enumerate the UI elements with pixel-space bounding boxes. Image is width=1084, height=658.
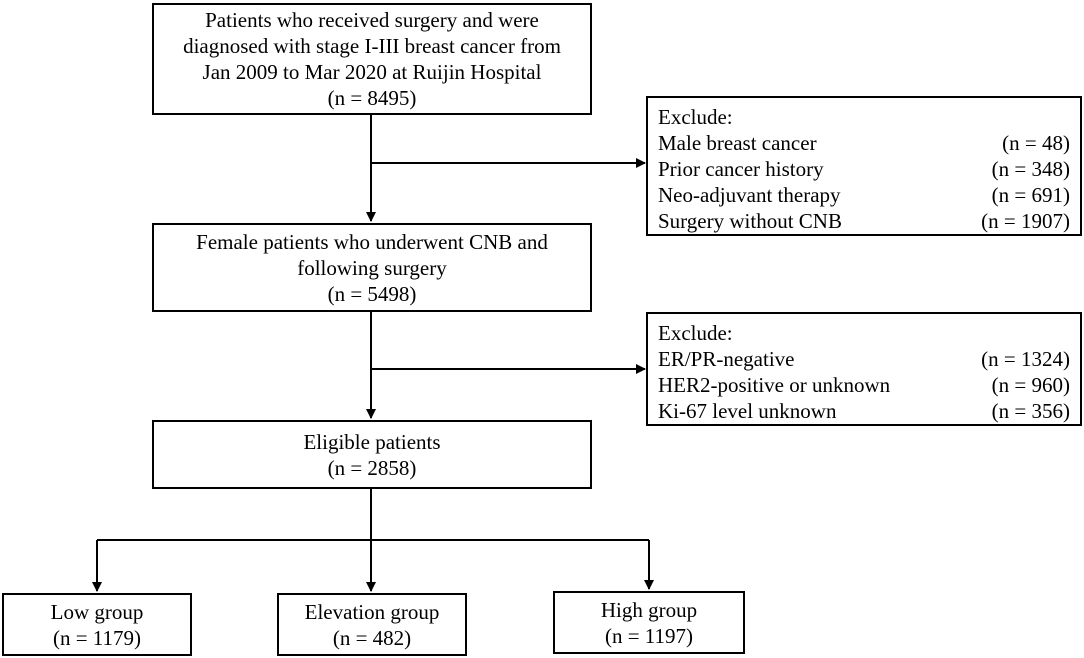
exclude-box-1: Exclude: Male breast cancer (n = 48) Pri… <box>646 96 1082 236</box>
exclude1-label: Prior cancer history <box>658 157 824 181</box>
exclude2-row: ER/PR-negative (n = 1324) <box>658 346 1080 372</box>
low-group-label: Low group <box>50 599 144 624</box>
eligible-count: (n = 2858) <box>327 455 417 480</box>
initial-patients-box: Patients who received surgery and were d… <box>152 3 592 115</box>
eligible-patients-box: Eligible patients (n = 2858) <box>152 420 592 489</box>
female-line-1: Female patients who underwent CNB and <box>196 229 548 254</box>
exclude2-label: Ki-67 level unknown <box>658 399 837 423</box>
exclude2-label: ER/PR-negative <box>658 347 795 371</box>
low-group-count: (n = 1179) <box>52 625 142 650</box>
exclude1-count: (n = 48) <box>1002 131 1070 155</box>
exclude2-count: (n = 960) <box>991 373 1070 397</box>
exclude1-label: Surgery without CNB <box>658 209 842 233</box>
exclude1-title: Exclude: <box>658 105 733 129</box>
initial-line-2: diagnosed with stage I-III breast cancer… <box>183 34 561 58</box>
exclude2-count: (n = 1324) <box>981 347 1070 371</box>
exclude1-row: Surgery without CNB (n = 1907) <box>658 208 1080 234</box>
female-patients-box: Female patients who underwent CNB and fo… <box>152 223 592 312</box>
female-line-2: following surgery <box>297 255 447 280</box>
exclude1-row: Prior cancer history (n = 348) <box>658 156 1080 182</box>
exclude2-row: Ki-67 level unknown (n = 356) <box>658 398 1080 424</box>
initial-line-1: Patients who received surgery and were <box>205 8 539 32</box>
exclude1-count: (n = 1907) <box>981 209 1070 233</box>
exclude2-label: HER2-positive or unknown <box>658 373 891 397</box>
initial-line-3: Jan 2009 to Mar 2020 at Ruijin Hospital <box>202 60 542 84</box>
elevation-group-box: Elevation group (n = 482) <box>277 593 467 656</box>
exclude2-count: (n = 356) <box>991 399 1070 423</box>
exclude1-label: Male breast cancer <box>658 131 817 155</box>
exclude1-count: (n = 691) <box>991 183 1070 207</box>
exclude1-label: Neo-adjuvant therapy <box>658 183 841 207</box>
high-group-count: (n = 1197) <box>604 623 694 648</box>
elevation-group-label: Elevation group <box>304 599 440 624</box>
eligible-line-1: Eligible patients <box>303 429 441 454</box>
exclude1-row: Neo-adjuvant therapy (n = 691) <box>658 182 1080 208</box>
exclude-box-2: Exclude: ER/PR-negative (n = 1324) HER2-… <box>646 312 1082 426</box>
exclude1-count: (n = 348) <box>991 157 1070 181</box>
high-group-label: High group <box>600 597 698 622</box>
high-group-box: High group (n = 1197) <box>553 591 745 654</box>
exclude1-row: Male breast cancer (n = 48) <box>658 130 1080 156</box>
elevation-group-count: (n = 482) <box>332 625 412 650</box>
initial-count: (n = 8495) <box>327 86 417 110</box>
low-group-box: Low group (n = 1179) <box>2 593 192 656</box>
exclude2-title: Exclude: <box>658 321 733 345</box>
exclude2-row: HER2-positive or unknown (n = 960) <box>658 372 1080 398</box>
female-count: (n = 5498) <box>327 281 417 306</box>
